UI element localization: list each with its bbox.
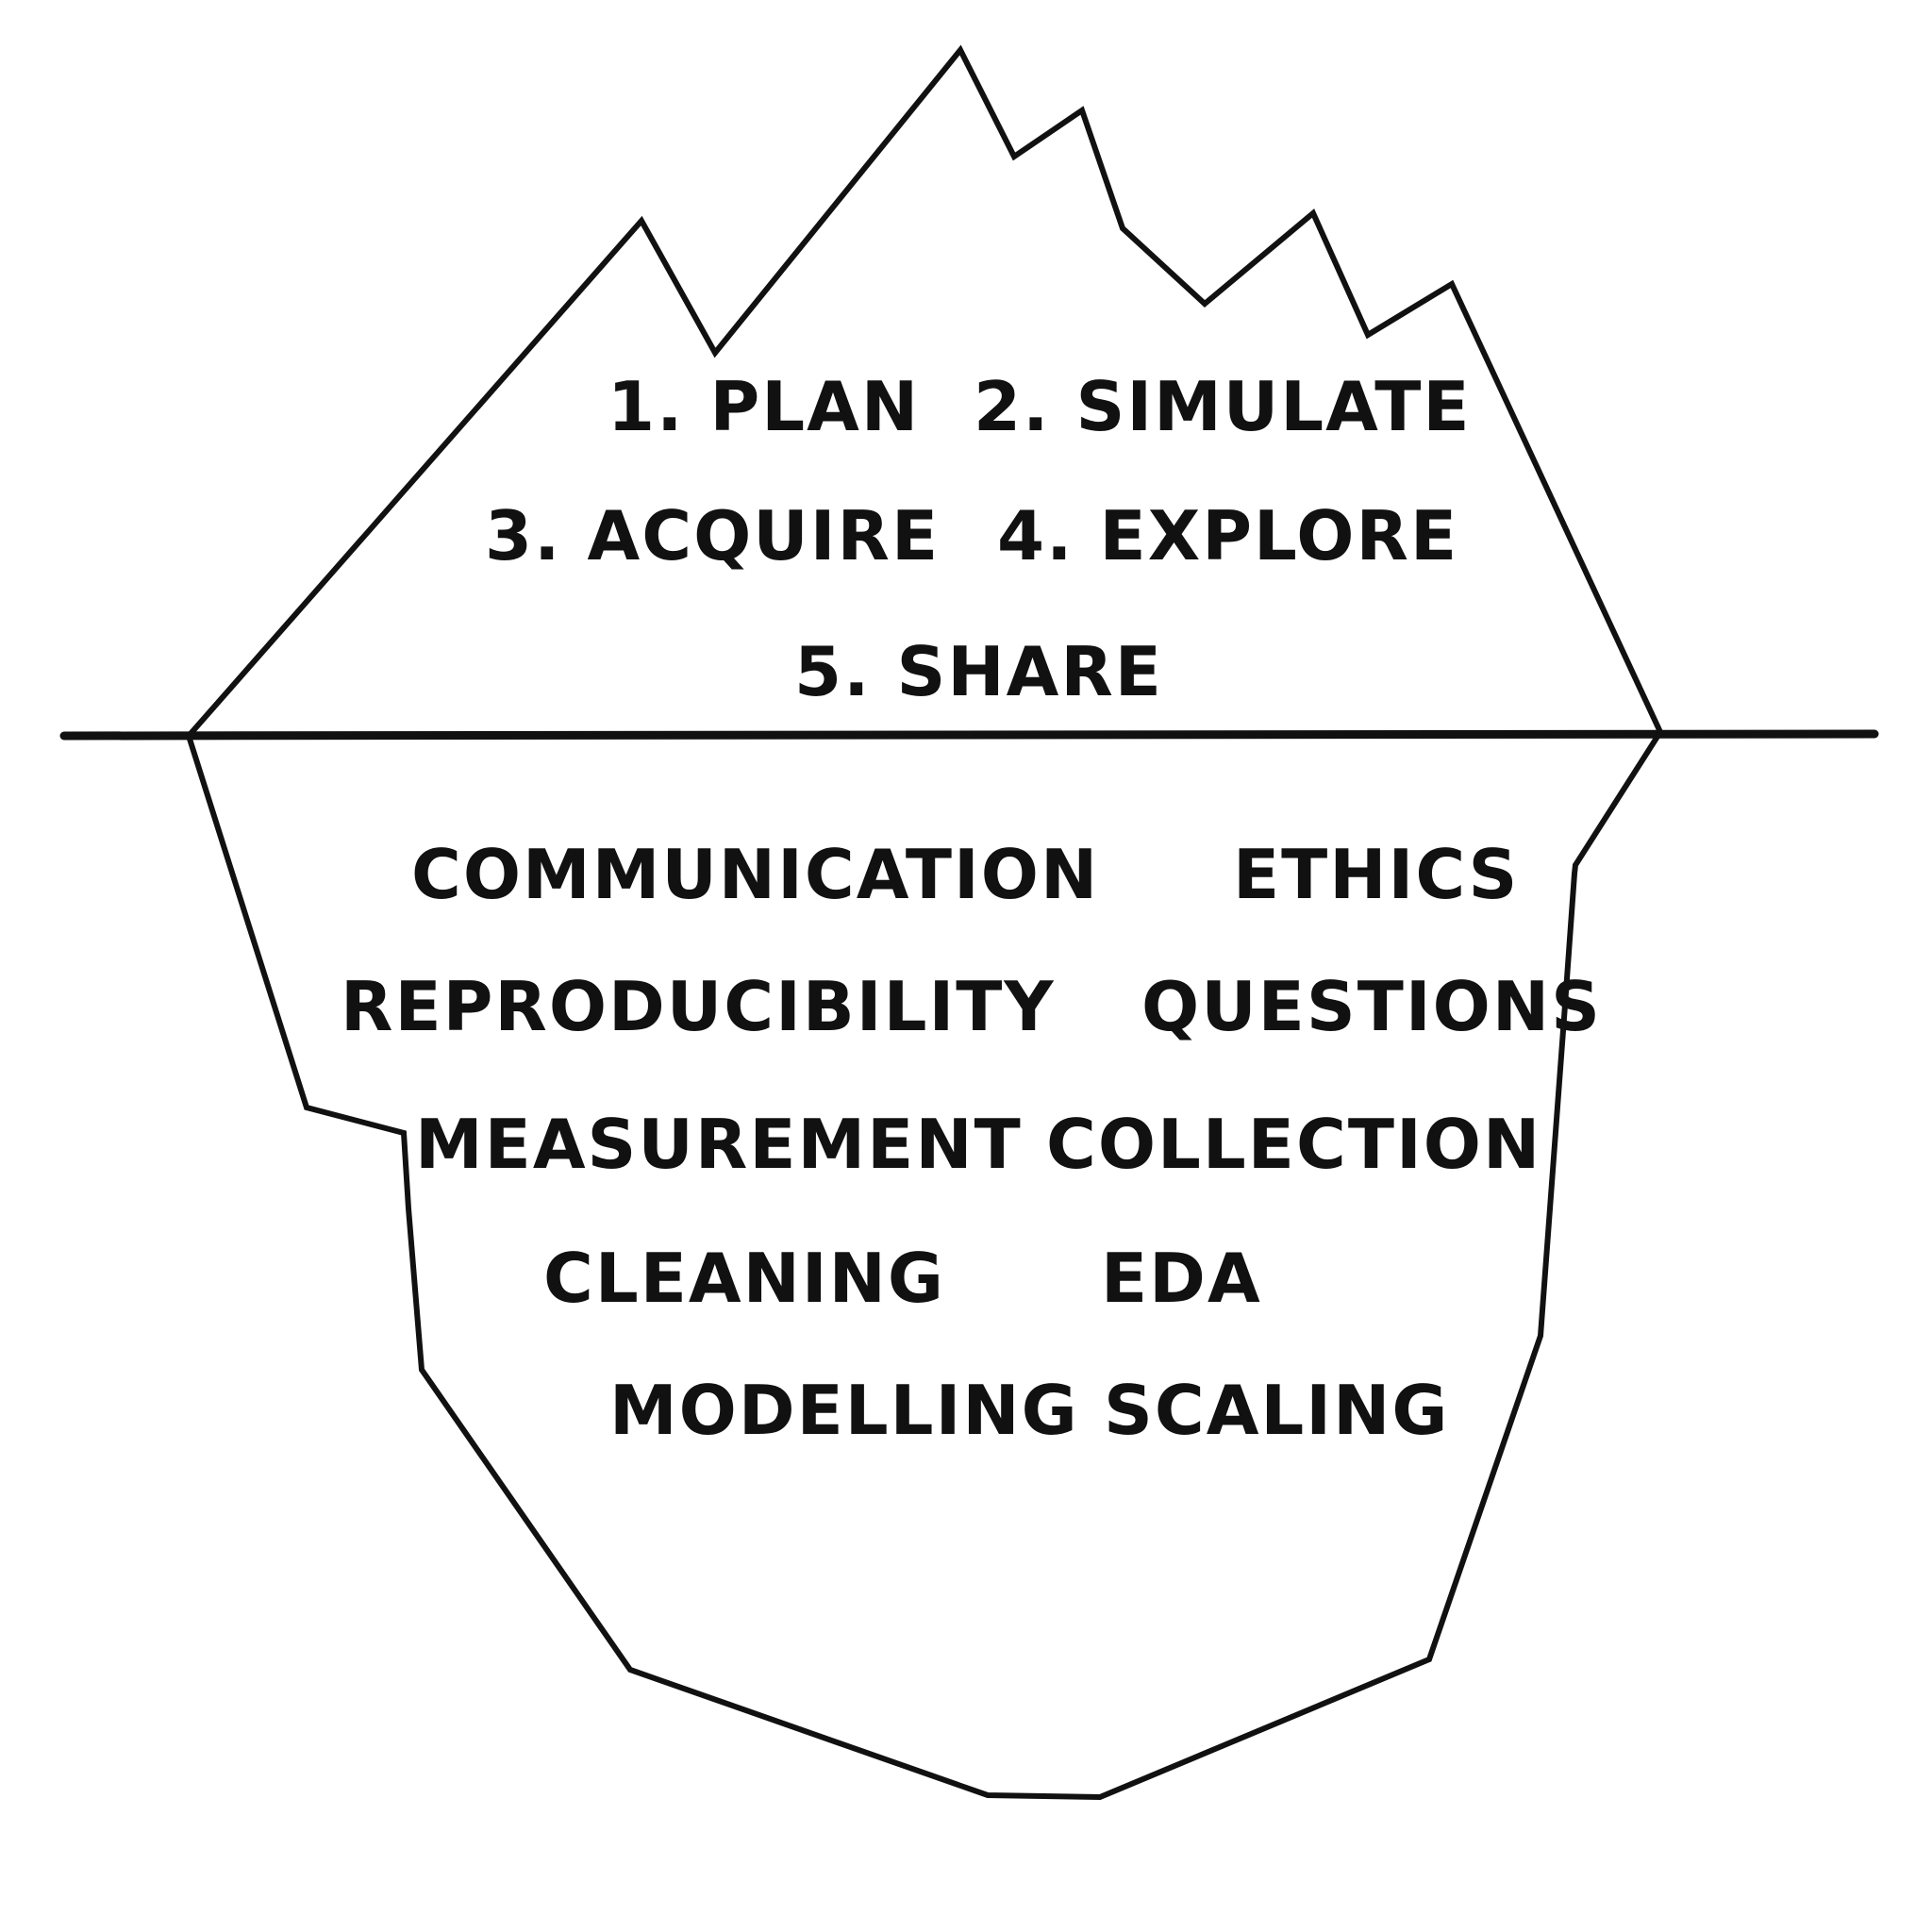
label-eda: EDA	[1101, 1239, 1262, 1318]
label-reproducibility: REPRODUCIBILITY	[341, 967, 1056, 1046]
label-collection: COLLECTION	[1046, 1105, 1541, 1184]
waterline	[59, 729, 1879, 741]
label-share: 5. SHARE	[794, 632, 1163, 711]
label-simulate: 2. SIMULATE	[974, 367, 1472, 446]
label-modelling: MODELLING	[609, 1371, 1079, 1450]
label-acquire: 3. ACQUIRE	[485, 496, 940, 575]
label-cleaning: CLEANING	[543, 1239, 945, 1318]
iceberg-tip-outline	[186, 44, 1663, 739]
label-communication: COMMUNICATION	[411, 835, 1099, 914]
iceberg-submerged-outline	[186, 729, 1663, 1801]
label-measurement: MEASUREMENT	[415, 1105, 1023, 1184]
label-explore: 4. EXPLORE	[997, 496, 1458, 575]
label-plan: 1. PLAN	[608, 367, 920, 446]
label-questions: QUESTIONS	[1141, 967, 1602, 1046]
label-scaling: SCALING	[1104, 1371, 1449, 1450]
label-ethics: ETHICS	[1233, 835, 1519, 914]
